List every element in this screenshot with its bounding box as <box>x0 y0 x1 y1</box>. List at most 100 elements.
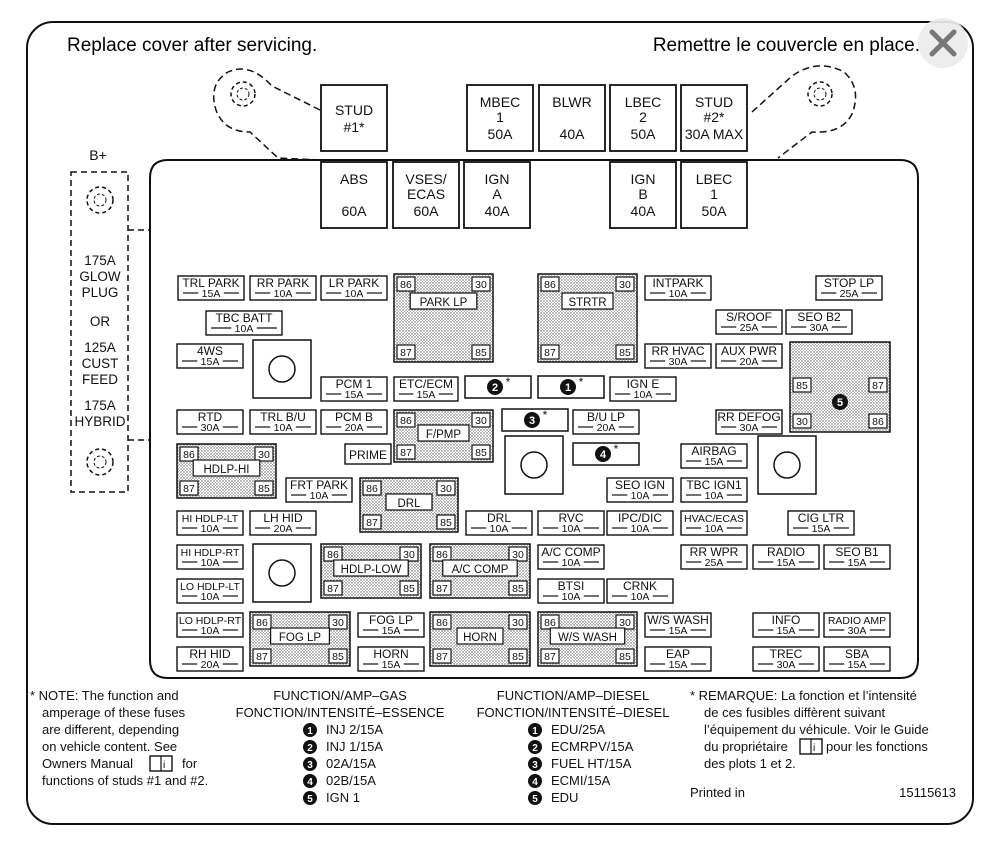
maxi-fuse-box <box>463 161 531 229</box>
fuse-amp: 20A <box>345 422 364 434</box>
footer-note-6: functions of studs #1 and #2. <box>42 773 208 788</box>
relay-pin-label: 86 <box>327 549 339 561</box>
fuse-amp: 15A <box>382 659 401 671</box>
fuse-amp: 20A <box>597 422 616 434</box>
bplus-text-3: OR <box>90 314 111 329</box>
fuse-amp: 10A <box>669 288 688 300</box>
diesel-item-number: 2 <box>532 743 538 754</box>
relay-pin-label: 30 <box>475 415 487 427</box>
relay-pin-label: 87 <box>436 583 448 595</box>
fuse-box <box>644 612 712 638</box>
relay-pin-label: 86 <box>436 549 448 561</box>
fuse-slot-star: * <box>579 375 584 389</box>
fuse-label: ETC/ECM <box>399 377 453 391</box>
fuse-label: FRT PARK <box>290 478 348 492</box>
part-number: 15115613 <box>899 785 956 800</box>
left-mount-hole-inner <box>236 87 250 101</box>
relay-pin-box <box>540 344 560 360</box>
gas-item-number: 3 <box>307 760 313 771</box>
relay-pin-label: 86 <box>366 483 378 495</box>
diesel-item-number: 3 <box>532 760 538 771</box>
fuse-amp: 20A <box>201 659 220 671</box>
fuse-label: PRIME <box>349 448 387 462</box>
fuse-label: SEO B2 <box>797 310 841 324</box>
fuse-box <box>644 646 712 672</box>
maxi-fuse-text: 40A <box>631 203 657 219</box>
fuse-amp: 25A <box>740 322 759 334</box>
fuse-label: RR DEFOG <box>717 410 780 424</box>
fuse-amp: 10A <box>631 591 650 603</box>
relay-pin-label: 85 <box>440 517 452 529</box>
close-icon <box>929 29 957 57</box>
stud-post-circle <box>773 451 801 479</box>
fuse-amp: 15A <box>669 625 688 637</box>
fuse-amp: 10A <box>201 523 220 535</box>
fuse-box <box>752 646 820 672</box>
footer-note-3: on vehicle content. See <box>42 739 177 754</box>
relay-pin-label: 86 <box>400 415 412 427</box>
relay-pin-label: 87 <box>436 651 448 663</box>
fuse-amp: 15A <box>345 389 364 401</box>
fuse-label: PCM 1 <box>336 377 373 391</box>
relay-pin-box <box>615 276 635 292</box>
fuse-amp: 30A <box>740 422 759 434</box>
fuse-amp: 10A <box>274 422 293 434</box>
fuse-box <box>249 275 317 301</box>
fuse-slot-star: * <box>543 408 548 422</box>
right-mount-hole <box>807 81 833 107</box>
relay-label-box <box>409 292 478 310</box>
relay-pin-label: 86 <box>256 617 268 629</box>
relay-pin-box <box>540 648 560 664</box>
relay-pin-box <box>252 614 272 630</box>
fuse-label: HI HDLP-LT <box>182 513 239 525</box>
maxi-fuse-text: A <box>492 186 502 202</box>
fuse-box <box>393 376 459 402</box>
gas-item-2: 02A/15A <box>326 756 376 771</box>
maxi-fuse-text: 40A <box>485 203 511 219</box>
maxi-fuse-box <box>680 161 748 229</box>
close-button[interactable] <box>918 18 968 68</box>
fuse-box <box>537 578 605 604</box>
outer-frame <box>26 21 974 825</box>
fuse-label: FOG LP <box>369 613 413 627</box>
relay-pin-label: 86 <box>183 449 195 461</box>
maxi-fuse-text: BLWR <box>552 94 591 110</box>
maxi-fuse-box <box>392 161 460 229</box>
svg-text:i: i <box>163 760 165 771</box>
fuse-label: RH HID <box>189 647 231 661</box>
panel-outline <box>149 159 919 679</box>
relay-pin-label: 30 <box>403 549 415 561</box>
fuse-amp: 10A <box>634 389 653 401</box>
relay-pin-box <box>328 614 348 630</box>
diesel-item-badge <box>528 774 542 788</box>
relay-pin-label: 30 <box>332 617 344 629</box>
diesel-item-badge <box>528 757 542 771</box>
fuse-box <box>320 409 388 435</box>
relay-pin-label: 30 <box>619 617 631 629</box>
maxi-fuse-text: STUD <box>335 102 373 118</box>
fuse-box <box>205 310 283 336</box>
relay-pin-label: 87 <box>544 651 556 663</box>
gas-item-3: 02B/15A <box>326 773 376 788</box>
relay-pin-label: 85 <box>619 651 631 663</box>
relay-pin-box <box>471 444 491 460</box>
relay-pin-label: 87 <box>400 347 412 359</box>
relay-pin-box <box>254 480 274 496</box>
footer-note-1: amperage of these fuses <box>42 705 186 720</box>
relay-label: HDLP-HI <box>203 464 249 476</box>
fuse-amp: 10A <box>705 490 724 502</box>
relay-pin-box <box>615 344 635 360</box>
relay-label-box <box>561 292 614 310</box>
